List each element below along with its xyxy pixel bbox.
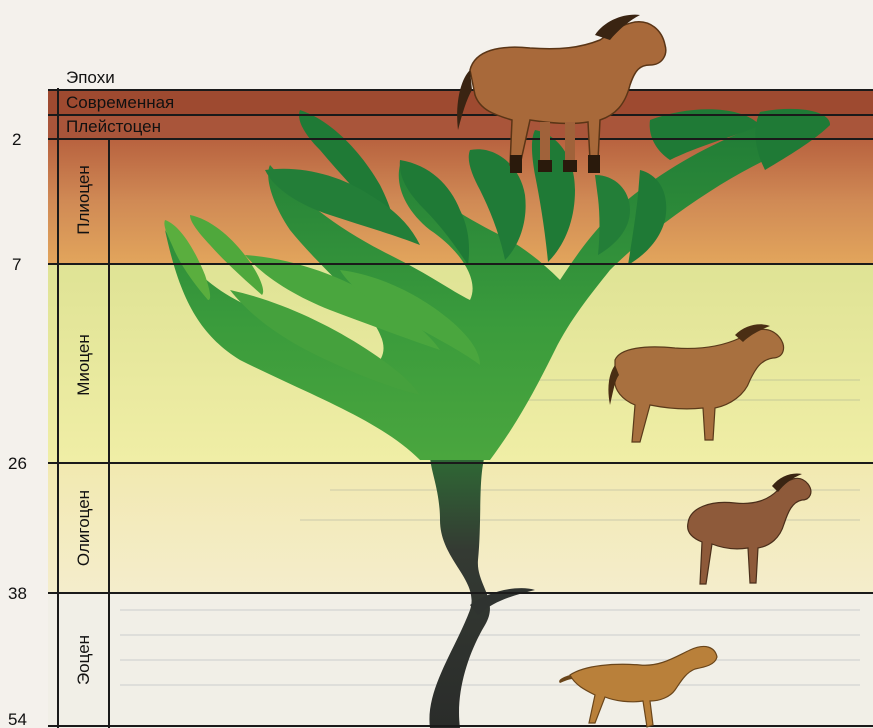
tick-38: 38 [8, 585, 27, 603]
tick-26: 26 [8, 455, 27, 473]
epoch-modern-label: Современная [66, 94, 174, 112]
epoch-pleistocene-label: Плейстоцен [66, 118, 161, 136]
tick-7: 7 [12, 256, 21, 274]
epoch-oligocene-label: Олигоцен [74, 490, 94, 566]
epoch-eocene-label: Эоцен [74, 635, 94, 685]
epoch-pliocene-label: Плиоцен [74, 165, 94, 234]
top-margin [0, 0, 873, 90]
tick-54: 54 [8, 711, 27, 728]
epochs-header: Эпохи [66, 69, 115, 87]
tick-2: 2 [12, 131, 21, 149]
epoch-miocene-label: Миоцен [74, 334, 94, 396]
